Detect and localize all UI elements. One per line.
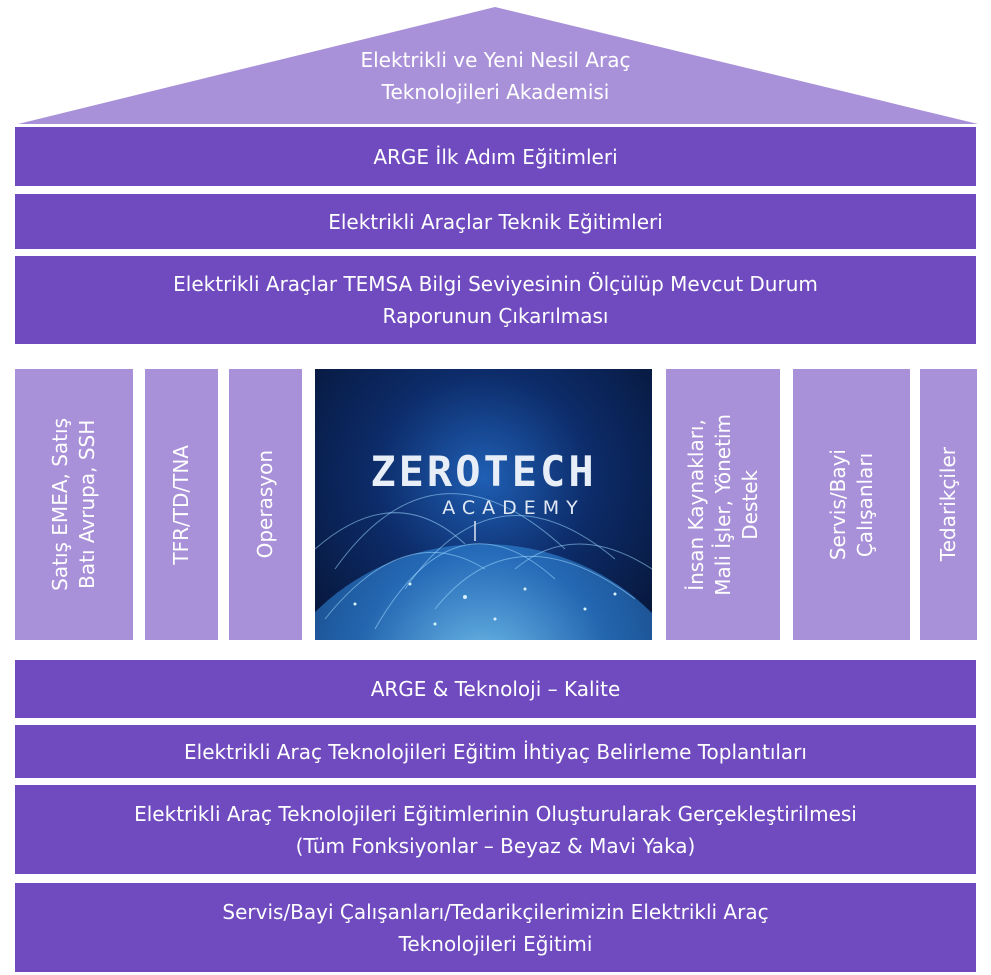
- roof-triangle: [18, 7, 978, 124]
- band-egitimlerin-olusturulmasi: Elektrikli Araç Teknolojileri Eğitimleri…: [15, 785, 976, 874]
- band-arge-teknoloji-kalite: ARGE & Teknoloji – Kalite: [15, 660, 976, 718]
- band-label-line1: Servis/Bayi Çalışanları/Tedarikçilerimiz…: [222, 899, 769, 924]
- pillar-servis-bayi: Servis/Bayi Çalışanları: [793, 369, 910, 640]
- band-label-line2: Raporunun Çıkarılması: [382, 304, 609, 328]
- pillar-insan-kaynaklari: İnsan Kaynakları, Mali İşler, Yönetim De…: [666, 369, 780, 640]
- roof-title: Elektrikli ve Yeni Nesil Araç Teknolojil…: [0, 44, 991, 108]
- pillar-label-line1: Operasyon: [253, 450, 277, 559]
- pillar-tfr: TFR/TD/TNA: [145, 369, 218, 640]
- band-teknik-egitimler: Elektrikli Araçlar Teknik Eğitimleri: [15, 194, 976, 249]
- roof-title-line2: Teknolojileri Akademisi: [381, 80, 610, 104]
- pillar-label-line1: Servis/Bayi: [825, 448, 850, 561]
- pillar-label-line2: Çalışanları: [852, 452, 877, 557]
- pillar-label-line1: İnsan Kaynakları,: [683, 418, 708, 591]
- band-bilgi-seviyesi: Elektrikli Araçlar TEMSA Bilgi Seviyesin…: [15, 256, 976, 344]
- pillar-label-line1: Satış EMEA, Satış: [48, 418, 72, 591]
- pillar-label-line1: Tedarikçiler: [936, 447, 960, 562]
- pillar-label-line3: Destek: [737, 469, 762, 540]
- band-label: ARGE İlk Adım Eğitimleri: [373, 144, 618, 169]
- zerotech-academy-logo-image: ZEROTECH ACADEMY: [315, 369, 652, 640]
- band-label: Elektrikli Araçlar Teknik Eğitimleri: [328, 209, 663, 234]
- pillar-label-line2: Mali İşler, Yönetim: [710, 413, 735, 596]
- band-label: ARGE & Teknoloji – Kalite: [370, 677, 621, 701]
- roof: Elektrikli ve Yeni Nesil Araç Teknolojil…: [0, 0, 991, 125]
- band-arge-ilk-adim: ARGE İlk Adım Eğitimleri: [15, 127, 976, 186]
- globe-graphic: [315, 493, 652, 640]
- band-label-line1: Elektrikli Araçlar TEMSA Bilgi Seviyesin…: [173, 272, 818, 296]
- pillar-tedarikciler: Tedarikçiler: [920, 369, 977, 640]
- band-servis-bayi-egitimi: Servis/Bayi Çalışanları/Tedarikçilerimiz…: [15, 883, 976, 972]
- pillar-label-line2: Batı Avrupa, SSH: [75, 419, 99, 590]
- pillar-operasyon: Operasyon: [229, 369, 302, 640]
- band-ihtiyac-belirleme: Elektrikli Araç Teknolojileri Eğitim İht…: [15, 725, 976, 778]
- band-label-line2: Teknolojileri Eğitimi: [398, 931, 593, 956]
- logo-title: ZEROTECH: [370, 447, 597, 496]
- band-label-line1: Elektrikli Araç Teknolojileri Eğitimleri…: [134, 801, 857, 826]
- pillar-satis: Satış EMEA, Satış Batı Avrupa, SSH: [15, 369, 133, 640]
- pillar-label-line1: TFR/TD/TNA: [169, 444, 193, 565]
- band-label-line2: (Tüm Fonksiyonlar – Beyaz & Mavi Yaka): [295, 833, 696, 858]
- logo-subtitle: ACADEMY: [442, 497, 585, 519]
- band-label: Elektrikli Araç Teknolojileri Eğitim İht…: [184, 739, 807, 764]
- roof-title-line1: Elektrikli ve Yeni Nesil Araç: [360, 48, 631, 72]
